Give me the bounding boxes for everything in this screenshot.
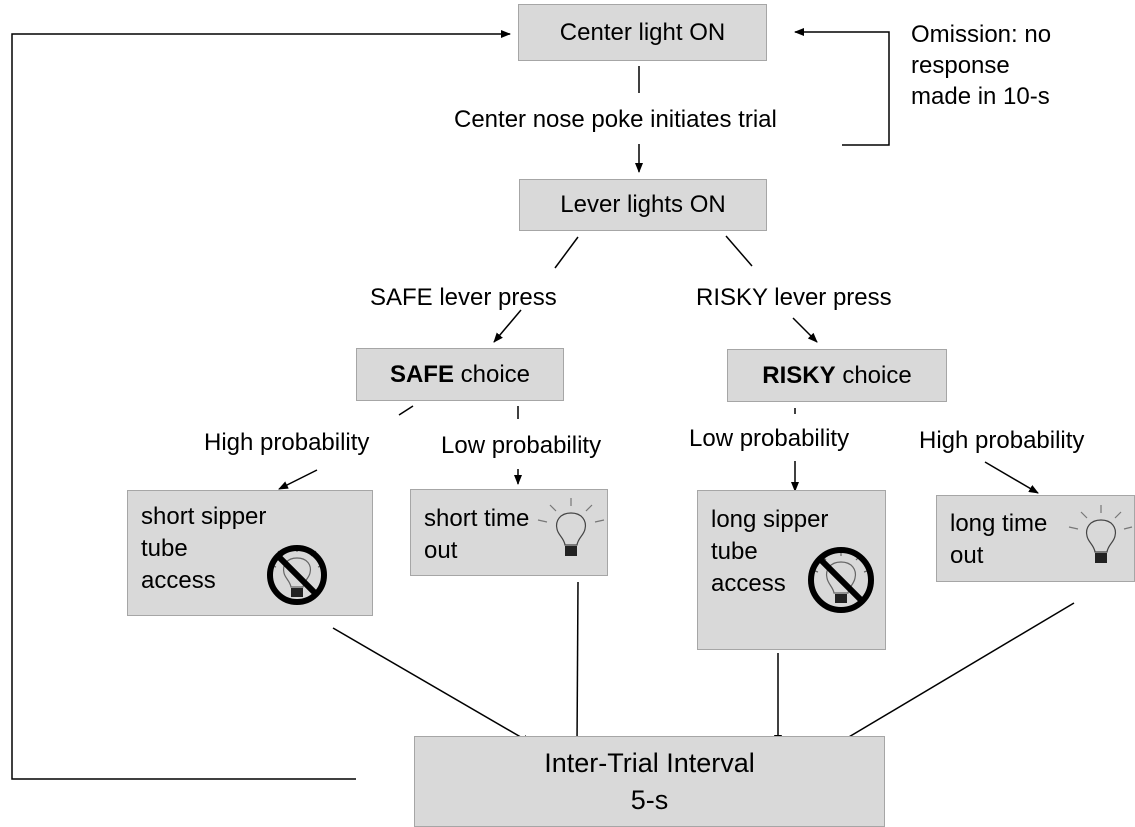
risky-high-prob-label: High probability [919, 427, 1085, 454]
safe-high-prob-label: High probability [204, 429, 370, 456]
risky-low-prob-label: Low probability [689, 425, 850, 452]
short-timeout-node: short time out [410, 489, 608, 576]
lever-left-connector [554, 236, 579, 269]
omission-line-2: response [911, 52, 1010, 79]
lever-right-connector [725, 235, 753, 267]
long-sipper-line-2: tube [711, 538, 758, 565]
loop-back-line [11, 30, 511, 780]
long-timeout-node: long time out [936, 495, 1135, 582]
short-sipper-line-1: short sipper [141, 503, 267, 530]
risky-choice-rest: choice [835, 361, 912, 389]
iti-line-2: 5-s [630, 784, 669, 815]
iti-node: Inter-Trial Interval 5-s [414, 736, 885, 827]
short-sipper-line-3: access [141, 567, 216, 594]
short-timeout-line-1: short time [424, 505, 530, 532]
omission-label: Omission: no response made in 10-s [911, 19, 1111, 112]
short-timeout-to-iti [573, 581, 582, 747]
center-poke-label: Center nose poke initiates trial [454, 106, 777, 133]
safe-press-arrow [493, 309, 522, 343]
short-sipper-to-iti [332, 627, 532, 744]
safe-choice-rest: choice [453, 360, 531, 388]
long-sipper-line-1: long sipper [711, 506, 829, 533]
safe-high-connector [398, 405, 414, 416]
risky-choice-node: RISKY choice [727, 349, 947, 402]
omission-line-1: Omission: no [911, 21, 1052, 48]
long-timeout-to-iti [831, 602, 1075, 748]
safe-choice-bold: SAFE [389, 360, 454, 388]
light-bulb-icon [537, 498, 605, 556]
center-light-node: Center light ON [518, 4, 767, 61]
long-timeout-line-1: long time [950, 510, 1048, 537]
short-timeout-line-2: out [424, 537, 458, 564]
lever-lights-node: Lever lights ON [519, 179, 767, 231]
omission-line-3: made in 10-s [911, 83, 1050, 110]
lever-lights-label: Lever lights ON [560, 191, 726, 218]
risky-high-arrow [984, 461, 1039, 494]
safe-low-prob-label: Low probability [441, 432, 602, 459]
safe-press-label: SAFE lever press [370, 284, 557, 311]
no-light-icon [267, 545, 327, 605]
short-sipper-line-2: tube [141, 535, 188, 562]
center-light-label: Center light ON [559, 18, 726, 46]
risky-press-arrow [792, 317, 818, 343]
risky-choice-bold: RISKY [762, 361, 836, 389]
risky-press-label: RISKY lever press [696, 284, 892, 311]
long-sipper-line-3: access [711, 570, 786, 597]
iti-line-1: Inter-Trial Interval [544, 747, 755, 778]
safe-high-arrow [278, 469, 318, 490]
no-light-icon [808, 547, 874, 613]
omission-line [794, 28, 890, 146]
short-sipper-node: short sipper tube access [127, 490, 373, 616]
long-timeout-line-2: out [950, 542, 984, 569]
light-bulb-icon [1068, 505, 1133, 563]
safe-choice-node: SAFE choice [356, 348, 564, 401]
long-sipper-node: long sipper tube access [697, 490, 886, 650]
